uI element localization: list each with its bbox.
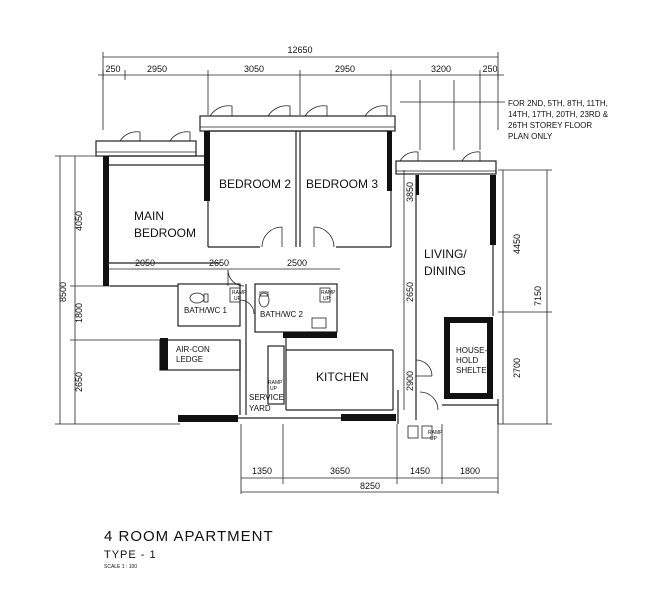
room-aircon-2: LEDGE xyxy=(176,355,203,364)
room-service-2: YARD xyxy=(249,404,271,413)
dim-bottom-total: 8250 xyxy=(360,481,380,491)
yard-ramp-up: UP xyxy=(270,386,278,392)
note-line-3: 26TH STOREY FLOOR xyxy=(508,121,592,130)
plan-type: TYPE - 1 xyxy=(104,549,157,561)
room-shelter-2: HOLD xyxy=(456,356,478,365)
room-bedroom-3: BEDROOM 3 xyxy=(306,177,378,191)
room-kitchen: KITCHEN xyxy=(316,370,369,384)
fixtures: RAMP UP RAMP UP RAMP UP RAMP UP xyxy=(189,287,443,442)
room-labels: MAIN BEDROOM BEDROOM 2 BEDROOM 3 LIVING/… xyxy=(134,177,493,413)
room-shelter-1: HOUSE- xyxy=(456,346,487,355)
dim-left-2: 1800 xyxy=(74,303,84,323)
dim-left-1: 4050 xyxy=(74,211,84,231)
dim-int-3: 2500 xyxy=(287,258,307,268)
top-dimensions: 12650 250 2950 3050 2950 3200 250 xyxy=(98,45,504,150)
dim-bottom-1: 1350 xyxy=(252,466,272,476)
bottom-dimensions: 1350 3650 1450 1800 8250 xyxy=(240,424,499,494)
room-main-bedroom-2: BEDROOM xyxy=(134,226,196,240)
dim-inner-3: 2900 xyxy=(405,371,415,391)
dim-left-total: 8500 xyxy=(58,282,68,302)
dim-right-1: 4450 xyxy=(512,234,522,254)
bath1-ramp-label: RAMP xyxy=(232,290,247,296)
note-line-1: FOR 2ND, 5TH, 8TH, 11TH, xyxy=(508,99,608,108)
entry-ramp-label: RAMP xyxy=(428,430,443,436)
bath2-ramp-up: UP xyxy=(323,296,331,302)
room-living-1: LIVING/ xyxy=(424,247,467,261)
bath2-ramp-label: RAMP xyxy=(321,290,336,296)
dim-bottom-2: 3650 xyxy=(330,466,350,476)
left-dimensions: 8500 4050 1800 2650 xyxy=(55,155,180,425)
dim-top-2: 2950 xyxy=(147,64,167,74)
dim-inner-2: 2650 xyxy=(405,282,415,302)
bath1-ramp-up: UP xyxy=(234,296,242,302)
plan-scale: SCALE 1 : 100 xyxy=(104,564,138,570)
dim-bottom-3: 1450 xyxy=(410,466,430,476)
entry-ramp-up: UP xyxy=(430,436,438,442)
room-main-bedroom-1: MAIN xyxy=(134,209,164,223)
room-bath-2: BATH/WC 2 xyxy=(260,310,304,319)
dim-top-1: 250 xyxy=(105,64,120,74)
dim-right-2: 7150 xyxy=(533,286,543,306)
dim-top-3: 3050 xyxy=(244,64,264,74)
title-block: 4 ROOM APARTMENT TYPE - 1 SCALE 1 : 100 xyxy=(104,528,274,570)
dim-top-4: 2950 xyxy=(335,64,355,74)
dim-top-5: 3200 xyxy=(431,64,451,74)
dim-inner-1: 3850 xyxy=(405,182,415,202)
room-living-2: DINING xyxy=(424,264,466,278)
room-shelter-3: SHELTER xyxy=(456,366,493,375)
walls xyxy=(103,130,499,424)
yard-ramp-label: RAMP xyxy=(268,380,283,386)
room-bedroom-2: BEDROOM 2 xyxy=(219,177,291,191)
plan-title: 4 ROOM APARTMENT xyxy=(104,528,274,545)
room-bath-1: BATH/WC 1 xyxy=(184,306,228,315)
note-line-2: 14TH, 17TH, 20TH, 23RD & xyxy=(508,110,609,119)
floor-note: FOR 2ND, 5TH, 8TH, 11TH, 14TH, 17TH, 20T… xyxy=(400,99,609,141)
room-aircon-1: AIR-CON xyxy=(176,345,210,354)
note-line-4: PLAN ONLY xyxy=(508,132,553,141)
dim-left-3: 2650 xyxy=(74,372,84,392)
right-dimensions: 4450 2700 7150 3850 2650 2900 xyxy=(403,169,552,425)
dim-top-6: 250 xyxy=(482,64,497,74)
dim-right-3: 2700 xyxy=(512,358,522,378)
room-service-1: SERVICE xyxy=(249,393,284,402)
door-swings xyxy=(227,226,439,411)
dim-bottom-4: 1800 xyxy=(460,466,480,476)
dim-top-total: 12650 xyxy=(287,45,312,55)
